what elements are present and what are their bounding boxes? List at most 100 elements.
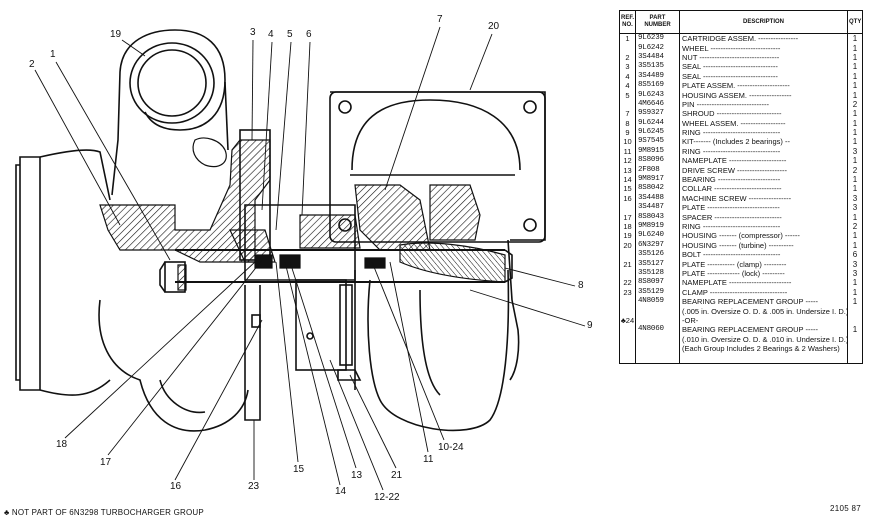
callout-9: 9 <box>587 320 593 331</box>
cell-desc: SHROUD -------------------------- <box>679 109 848 119</box>
cell-part: 3S5129 <box>635 287 680 297</box>
footnote: ♣ NOT PART OF 6N3298 TURBOCHARGER GROUP <box>4 508 204 517</box>
cell-qty <box>847 306 863 316</box>
cell-part: 3S5127 <box>635 259 680 269</box>
cell-desc: BEARING REPLACEMENT GROUP ----- <box>679 296 848 307</box>
cell-desc: SPACER --------------------------- <box>679 212 848 222</box>
cell-desc: RING ------------------------------- <box>679 221 848 232</box>
cell-ref <box>619 343 636 354</box>
cell-ref: 1 <box>619 33 636 44</box>
cell-part: 9M8917 <box>635 174 680 185</box>
cell-qty: 2 <box>847 165 863 175</box>
cell-part: 9L6244 <box>635 118 680 128</box>
cell-desc: SEAL ------------------------------ <box>679 71 848 81</box>
cell-part <box>635 306 680 316</box>
callout-14: 14 <box>335 486 347 497</box>
cell-desc: RING ------------------------------- <box>679 146 848 157</box>
cell-ref: 17 <box>619 212 636 222</box>
cell-qty <box>847 315 863 326</box>
cell-ref <box>619 43 636 53</box>
callout-6: 6 <box>306 29 312 40</box>
cell-desc: (.005 in. Oversize O. D. & .005 in. Unde… <box>679 306 848 316</box>
cell-ref <box>619 334 636 344</box>
cell-desc: BOLT ------------------------------- <box>679 249 848 260</box>
cell-qty: 1 <box>847 287 863 297</box>
cell-desc: NAMEPLATE ------------------------- <box>679 278 848 288</box>
cell-qty: 1 <box>847 212 863 222</box>
cell-desc: NUT -------------------------------- <box>679 52 848 63</box>
cross-section-drawing <box>15 26 586 491</box>
callout-8: 8 <box>578 280 584 291</box>
cell-ref: 13 <box>619 165 636 175</box>
cell-part: 8S8042 <box>635 184 680 194</box>
cell-ref: 20 <box>619 240 636 250</box>
table-row: (.005 in. Oversize O. D. & .005 in. Unde… <box>619 306 863 316</box>
cell-ref <box>619 203 636 213</box>
cell-qty: 3 <box>847 203 863 213</box>
hatched-castings <box>99 137 506 291</box>
cell-qty: 1 <box>847 240 863 250</box>
cell-desc: DRIVE SCREW -------------------- <box>679 165 848 175</box>
cell-part: 9S7545 <box>635 137 680 147</box>
cell-qty: 1 <box>847 278 863 288</box>
callout-7: 7 <box>437 14 443 25</box>
cell-ref: 14 <box>619 174 636 185</box>
cell-ref: 16 <box>619 193 636 204</box>
table-row: 4M6646 PIN -----------------------------… <box>619 99 863 110</box>
cell-part: 3S4484 <box>635 52 680 63</box>
table-row: 3S4487 PLATE ---------------------------… <box>619 203 863 213</box>
header-qty: QTY <box>847 10 863 34</box>
cell-part: 6N3297 <box>635 240 680 250</box>
callout-12-22: 12-22 <box>374 492 400 503</box>
callout-4: 4 <box>268 29 274 40</box>
cell-part: 3S5126 <box>635 249 680 260</box>
callout-21: 21 <box>391 470 403 481</box>
table-row: 9L6242 WHEEL ---------------------------… <box>619 43 863 53</box>
callout-19: 19 <box>110 29 122 40</box>
cell-qty: 1 <box>847 127 863 138</box>
cell-ref <box>619 353 636 364</box>
callout-11: 11 <box>423 454 434 465</box>
cell-part: 8S8097 <box>635 278 680 288</box>
cell-part: 9M8919 <box>635 221 680 232</box>
table-row: ♣24 -OR- <box>619 315 863 326</box>
cell-part: 2F808 <box>635 165 680 175</box>
cell-desc: RING ------------------------------- <box>679 127 848 138</box>
cell-desc: HOUSING ASSEM. ----------------- <box>679 90 848 100</box>
cell-part <box>635 353 680 364</box>
cell-desc: CLAMP ------------------------------- <box>679 287 848 297</box>
cell-desc: PLATE ----------------------------- <box>679 203 848 213</box>
cell-qty: 1 <box>847 80 863 91</box>
cell-part: 9S9327 <box>635 109 680 119</box>
document-number: 2105 87 <box>830 504 862 513</box>
cell-qty: 1 <box>847 296 863 307</box>
cell-qty: 1 <box>847 137 863 147</box>
cell-desc: BEARING ------------------------- <box>679 174 848 185</box>
cell-qty: 1 <box>847 33 863 44</box>
cell-part <box>635 343 680 354</box>
cell-qty: 1 <box>847 71 863 81</box>
callout-1: 1 <box>50 49 56 60</box>
header-part-number: PART NUMBER <box>635 10 680 34</box>
callout-13: 13 <box>351 470 363 481</box>
